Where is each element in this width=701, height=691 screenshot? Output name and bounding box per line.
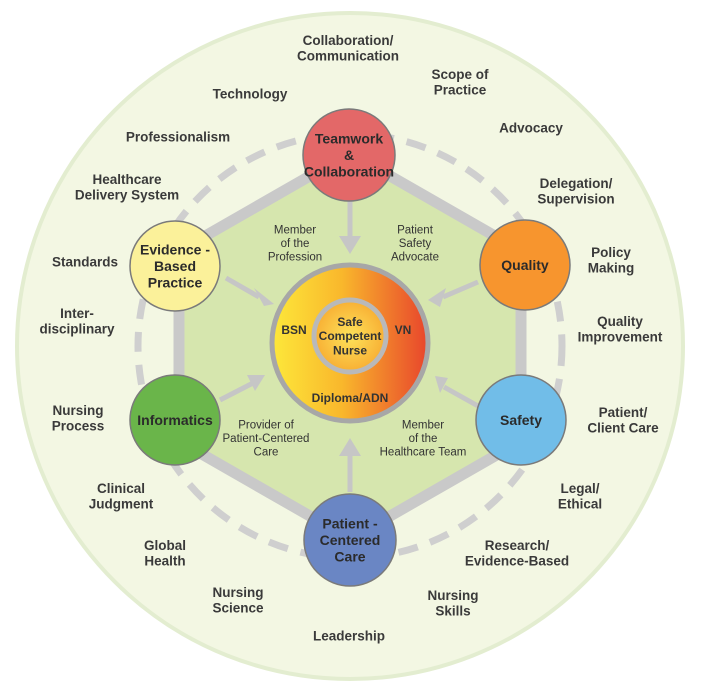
node-teamwork-circle — [302, 108, 396, 202]
arrow-from-evidence-head — [254, 288, 274, 306]
arrows — [218, 200, 480, 492]
arrow-from-teamwork-head — [339, 236, 361, 254]
core-label-vn: VN — [395, 323, 412, 337]
outer-label-technology: Technology — [213, 87, 288, 102]
arrow-from-informatics-head — [247, 375, 265, 391]
outer-label-legal-ethical: Legal/Ethical — [558, 481, 602, 512]
outer-label-advocacy: Advocacy — [499, 121, 563, 136]
node-informatics-circle — [129, 374, 221, 466]
outer-label-interdisciplinary: Inter-disciplinary — [39, 306, 115, 337]
node-quality: Quality — [479, 219, 571, 311]
node-quality-label: Quality — [501, 257, 549, 273]
arrow-from-evidence — [224, 275, 261, 300]
node-safety: Safety — [475, 374, 567, 466]
node-evidence-circle — [129, 220, 221, 312]
arrow-from-quality-head — [428, 288, 446, 307]
outer-label-standards: Standards — [52, 255, 118, 270]
arrow-from-patient-centered-head — [339, 438, 361, 456]
arrow-from-quality — [442, 279, 479, 300]
node-quality-circle — [479, 219, 571, 311]
outer-label-collaboration: Collaboration/Communication — [297, 33, 399, 64]
node-patient-centered-circle — [303, 493, 397, 587]
core-label-diploma-adn: Diploma/ADN — [312, 391, 389, 405]
node-teamwork-label: Teamwork&Collaboration — [304, 130, 394, 179]
core-label-bsn: BSN — [281, 323, 306, 337]
core-inner-circle — [311, 297, 389, 375]
node-safety-circle — [475, 374, 567, 466]
node-informatics: Informatics — [129, 374, 221, 466]
arrow-from-informatics — [218, 380, 255, 403]
outer-label-patient-client-care: Patient/Client Care — [587, 405, 659, 436]
outer-label-professionalism: Professionalism — [126, 130, 230, 145]
outer-label-leadership: Leadership — [313, 629, 385, 644]
node-safety-label: Safety — [500, 412, 542, 428]
node-teamwork: Teamwork&Collaboration — [302, 108, 396, 202]
node-informatics-label: Informatics — [137, 412, 213, 428]
outer-label-delegation: Delegation/Supervision — [537, 176, 614, 207]
arrow-from-safety-head — [435, 376, 448, 393]
arrow-from-safety — [442, 384, 480, 409]
outer-label-research: Research/Evidence-Based — [465, 538, 569, 569]
